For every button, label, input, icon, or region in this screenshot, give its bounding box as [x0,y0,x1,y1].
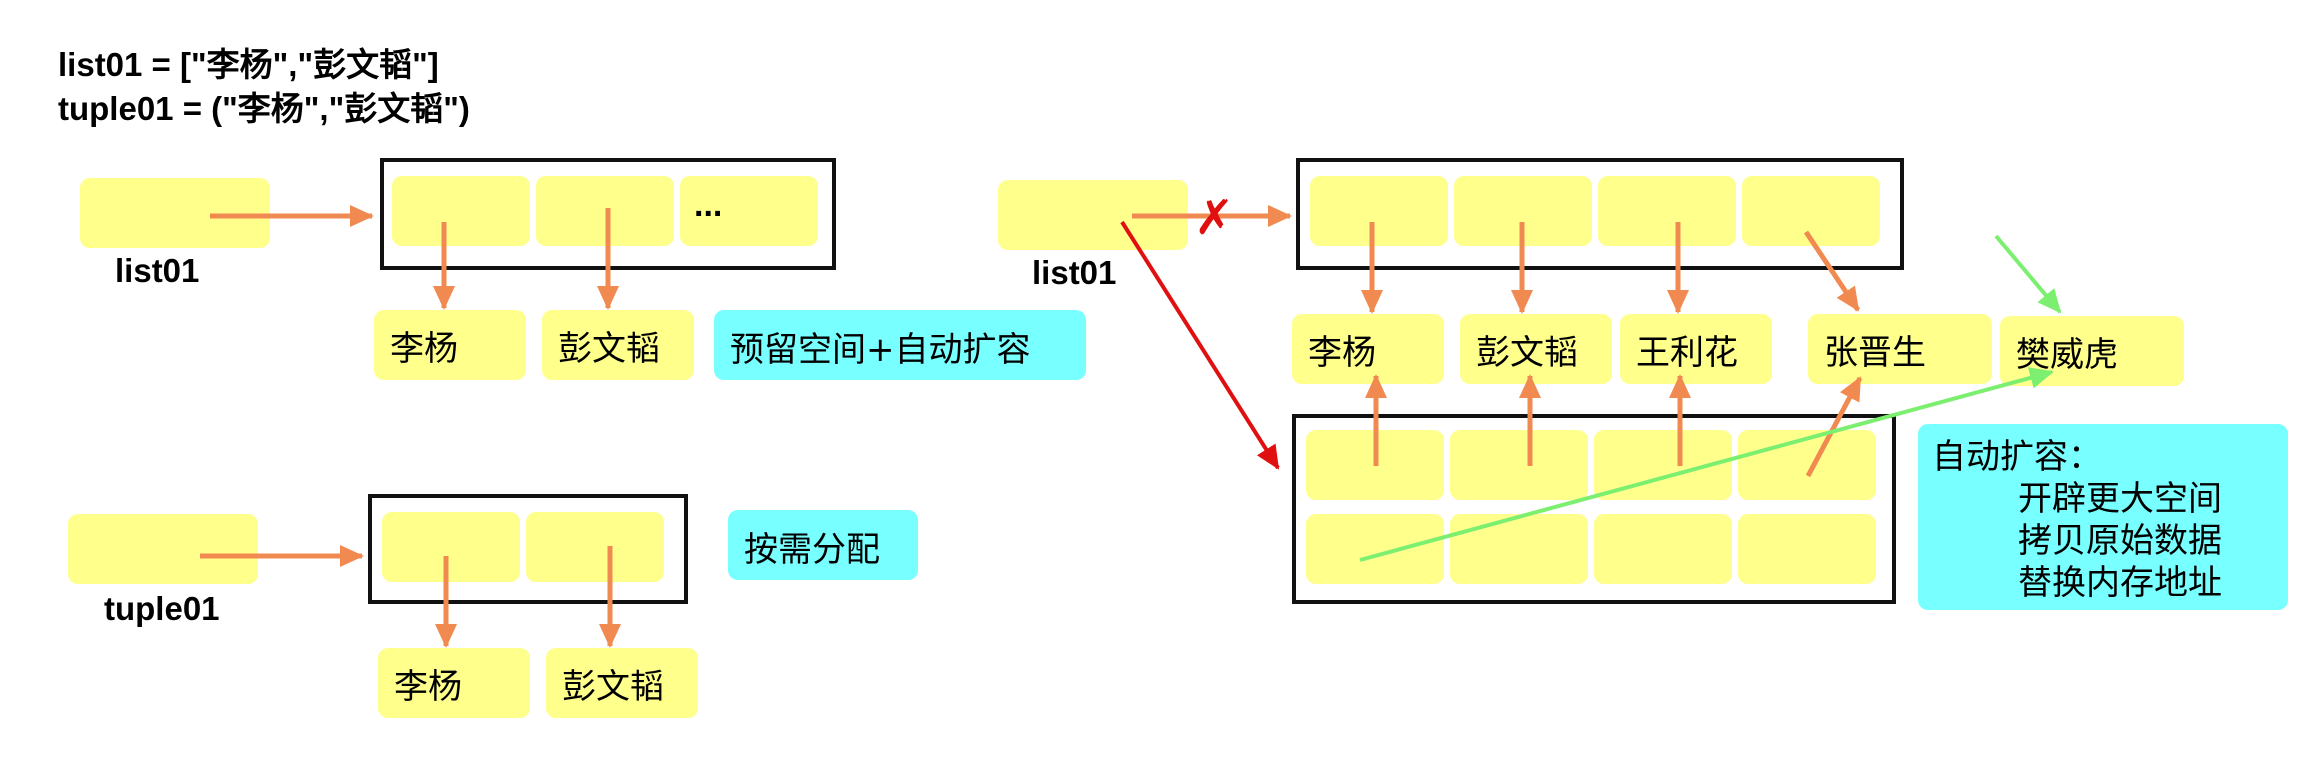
list01-slot-2 [536,176,674,246]
tuple01-item-1: 李杨 [378,648,530,718]
auto-expand-note: 自动扩容： 开辟更大空间 拷贝原始数据 替换内存地址 [1918,424,2288,610]
code-line-list: list01 = ["李杨","彭文韬"] [58,46,439,83]
right-item-4: 张晋生 [1808,314,1992,384]
tuple01-note: 按需分配 [728,510,918,580]
code-line-tuple: tuple01 = ("李杨","彭文韬") [58,90,470,127]
list01-item-2: 彭文韬 [542,310,694,380]
list01-slot-reserved [680,176,818,246]
new-slot-4 [1738,430,1876,500]
auto-expand-step-3: 替换内存地址 [2018,563,2222,603]
list01-right-label: list01 [1032,254,1117,291]
list01-item-1: 李杨 [374,310,526,380]
tuple01-item-2: 彭文韬 [546,648,698,718]
list01-ellipsis: ... [694,186,723,224]
new-slot-6 [1450,514,1588,584]
auto-expand-title: 自动扩容： [1932,437,2102,477]
new-slot-7 [1594,514,1732,584]
right-item-3: 王利花 [1620,314,1772,384]
auto-expand-step-1: 开辟更大空间 [2018,479,2222,519]
new-slot-ref-arrow [1359,367,2054,562]
old-memory-frame [1296,158,1904,270]
tuple01-slot-1 [382,512,520,582]
list01-label: list01 [115,252,200,289]
new-item-arrow [1994,234,2062,314]
right-item-1: 李杨 [1292,314,1444,384]
list01-note: 预留空间+自动扩容 [714,310,1086,380]
new-ref-arrow-4 [1805,376,1863,478]
new-slot-5 [1306,514,1444,584]
auto-expand-step-2: 拷贝原始数据 [2018,521,2222,561]
list01-variable-cell [80,178,270,248]
tuple01-memory-frame [368,494,688,604]
list01-reassign-arrow [1120,220,1280,470]
new-slot-8 [1738,514,1876,584]
tuple01-variable-cell [68,514,258,584]
right-item-2: 彭文韬 [1460,314,1612,384]
new-memory-frame [1292,414,1896,604]
old-ref-arrow-4 [1803,230,1861,312]
old-slot-4 [1742,176,1880,246]
list01-slot-1 [392,176,530,246]
broken-pointer-mark: ✗ [1194,190,1234,246]
tuple01-label: tuple01 [104,590,220,627]
old-slot-3 [1598,176,1736,246]
new-slot-2 [1450,430,1588,500]
tuple01-slot-2 [526,512,664,582]
old-slot-1 [1310,176,1448,246]
